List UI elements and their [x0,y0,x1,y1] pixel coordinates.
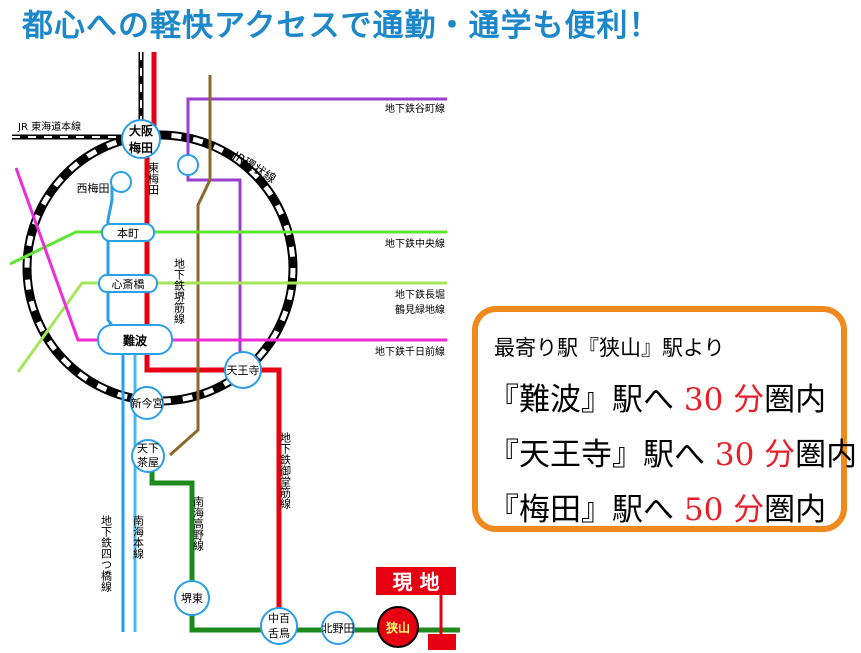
access-row-namba: 『難波』駅へ 30 分圏内 [488,382,827,418]
station-nakamozu: 中百 舌鳥 [260,607,298,645]
nagahori-line [16,281,447,373]
svg-text:梅田: 梅田 [129,140,153,155]
station-umeda: 大阪 梅田 [121,119,161,159]
chuo-line [9,230,447,266]
access-row-tennoji: 『天王寺』駅へ 30 分圏内 [488,437,858,473]
station-shinsaibashi: 心斎橋 [98,274,158,293]
page-title: 都心への軽快アクセスで通勤・通学も便利！ [22,8,661,44]
label-tanimachi: 地下鉄谷町線 [385,102,445,115]
station-sakaihigashi: 堺東 [174,580,210,616]
svg-text:舌鳥: 舌鳥 [268,626,290,640]
station-tennoji: 天王寺 [224,351,262,389]
svg-text:大阪: 大阪 [129,123,154,138]
station-honmachi: 本町 [101,223,155,242]
current-location-marker: 現 地 [376,567,456,650]
label-sakaisuji: 地下鉄堺筋線 [173,258,186,324]
label-nagahori-2: 鶴見緑地線 [395,303,445,316]
label-jr-tokaido: JR 東海道本線 [17,120,81,133]
tanimachi-line [186,97,447,360]
access-info-box: 最寄り駅『狭山』駅より 『難波』駅へ 30 分圏内 『天王寺』駅へ 30 分圏内… [472,306,857,532]
svg-text:難波: 難波 [123,333,148,348]
station-kitanoda: 北野田 [321,611,355,645]
station-shin-imamiya: 新今宮 [130,386,164,420]
sennichimae-line [14,167,447,342]
svg-text:堺東: 堺東 [181,592,203,605]
yotsubashi-line [106,180,125,632]
svg-text:東梅田: 東梅田 [147,162,160,195]
label-chuo: 地下鉄中央線 [385,237,445,250]
label-nagahori-1: 地下鉄長堀 [395,288,445,301]
access-row-umeda: 『梅田』駅へ 50 分圏内 [488,492,827,528]
svg-text:現 地: 現 地 [393,570,440,594]
label-koya: 南海高野線 [192,496,205,551]
svg-text:天王寺: 天王寺 [227,364,260,377]
label-midosuji: 地下鉄御堂筋線 [279,432,292,509]
svg-text:北野田: 北野田 [322,622,355,635]
label-yotsubashi: 地下鉄四つ橋線 [100,515,113,592]
station-nishi-umeda: 西梅田 [77,171,132,195]
station-tengachaya: 天下 茶屋 [131,439,165,473]
station-namba: 難波 [97,324,173,355]
svg-text:狭山: 狭山 [385,620,410,635]
svg-text:天下: 天下 [137,442,159,455]
svg-text:西梅田: 西梅田 [77,181,110,195]
station-sayama: 狭山 [377,606,419,648]
svg-text:中百: 中百 [268,612,290,625]
svg-text:心斎橋: 心斎橋 [112,277,145,291]
label-sennichimae: 地下鉄千日前線 [375,345,445,358]
sakaisuji-line [169,75,212,457]
access-lead: 最寄り駅『狭山』駅より [494,336,725,360]
label-nankai-main: 南海本線 [132,515,145,559]
svg-text:茶屋: 茶屋 [137,456,159,469]
station-higashi-umeda: 東梅田 [147,154,199,195]
svg-text:本町: 本町 [117,226,139,240]
svg-text:新今宮: 新今宮 [131,396,164,410]
